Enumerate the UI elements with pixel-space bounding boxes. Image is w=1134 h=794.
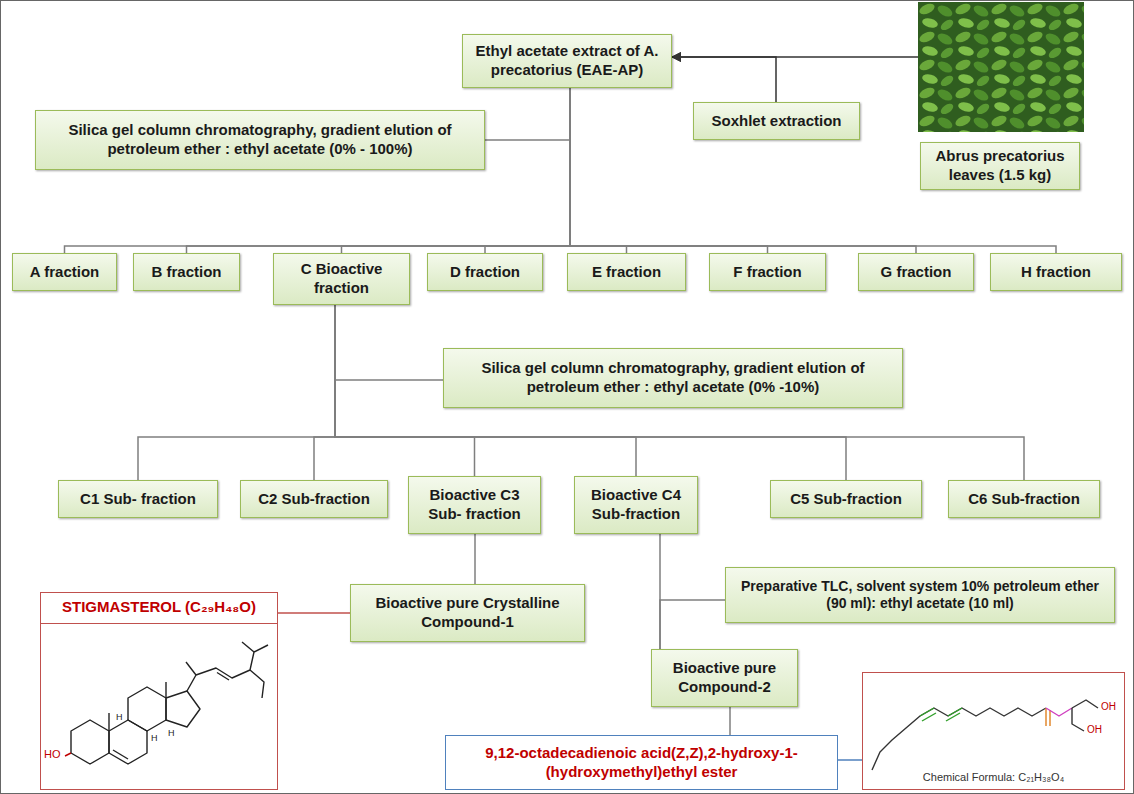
atom-label: OH: [1101, 702, 1116, 712]
process-box: Abrus precatorius leaves (1.5 kg): [918, 2, 1084, 190]
box-label: C6 Sub-fraction: [968, 490, 1080, 509]
process-box: C1 Sub- fraction: [58, 480, 218, 518]
process-box: H fraction: [990, 253, 1122, 291]
process-box: Preparative TLC, solvent system 10% petr…: [725, 567, 1115, 623]
box-label: C Bioactive fraction: [280, 260, 403, 298]
process-box: C2 Sub-fraction: [240, 480, 388, 518]
process-box: D fraction: [427, 253, 543, 291]
box-label: Ethyl acetate extract of A. precatorius …: [469, 42, 665, 80]
process-box: G fraction: [858, 253, 974, 291]
atom-label: H: [116, 713, 123, 722]
connector-line: [672, 57, 776, 102]
box-label: D fraction: [450, 263, 520, 282]
box-label: Bioactive pure Crystalline Compound-1: [357, 594, 578, 632]
process-box: Bioactive C3 Sub- fraction: [408, 476, 541, 534]
connector-line: [485, 88, 570, 140]
box-label: C1 Sub- fraction: [80, 490, 196, 509]
connector-line: [335, 305, 443, 380]
atom-label: H: [151, 734, 158, 743]
connector-line: [314, 305, 335, 480]
atom-label: H: [168, 729, 175, 738]
box-label: Bioactive C3 Sub- fraction: [415, 486, 534, 524]
process-box: Silica gel column chromatography, gradie…: [35, 110, 485, 170]
box-label: H fraction: [1021, 263, 1091, 282]
atom-label: HO: [44, 749, 61, 760]
box-label: B fraction: [151, 263, 221, 282]
structure-box: STIGMASTEROL (C₂₉H₄₈O): [40, 592, 278, 790]
connector-line: [138, 305, 335, 480]
box-label: Soxhlet extraction: [711, 112, 841, 131]
box-label: Chemical Formula: C₂₁H₃₈O₄: [923, 771, 1064, 785]
box-label: 9,12-octadecadienoic acid(Z,Z),2-hydroxy…: [454, 744, 829, 782]
process-box: Soxhlet extraction: [693, 102, 860, 140]
connector-line: [335, 305, 1024, 480]
connector-line: [570, 88, 916, 253]
compound-name-box: 9,12-octadecadienoic acid(Z,Z),2-hydroxy…: [445, 735, 838, 790]
process-box: Bioactive pure Compound-2: [651, 649, 798, 707]
process-box: F fraction: [709, 253, 826, 291]
process-box: B fraction: [133, 253, 240, 291]
process-box: C6 Sub-fraction: [948, 480, 1100, 518]
connector-line: [570, 88, 627, 253]
box-label: Abrus precatorius leaves (1.5 kg): [927, 147, 1073, 185]
connector-line: [729, 707, 731, 735]
process-box: Ethyl acetate extract of A. precatorius …: [462, 34, 672, 88]
box-label: F fraction: [733, 263, 801, 282]
process-box: E fraction: [567, 253, 686, 291]
box-label: Preparative TLC, solvent system 10% petr…: [732, 578, 1108, 613]
box-label: Bioactive pure Compound-2: [658, 659, 791, 697]
box-label: E fraction: [592, 263, 661, 282]
structure-box: Chemical Formula: C₂₁H₃₈O₄: [862, 672, 1125, 790]
process-box: Silica gel column chromatography, gradie…: [443, 348, 903, 408]
process-box: C Bioactive fraction: [273, 253, 410, 305]
box-label: C5 Sub-fraction: [790, 490, 902, 509]
process-box: Bioactive pure Crystalline Compound-1: [350, 584, 585, 642]
process-box: A fraction: [12, 253, 117, 291]
process-box: Bioactive C4 Sub-fraction: [574, 476, 698, 534]
box-label: Bioactive C4 Sub-fraction: [581, 486, 691, 524]
box-label: Silica gel column chromatography, gradie…: [42, 121, 478, 159]
label-box: Abrus precatorius leaves (1.5 kg): [920, 142, 1080, 190]
box-label: A fraction: [30, 263, 99, 282]
connector-line: [278, 612, 350, 614]
connector-line: [660, 600, 725, 649]
atom-label: OH: [1087, 725, 1102, 735]
box-label: Silica gel column chromatography, gradie…: [450, 359, 896, 397]
box-label: STIGMASTEROL (C₂₉H₄₈O): [41, 593, 277, 624]
process-box: C5 Sub-fraction: [770, 480, 922, 518]
leaf-photo: [918, 2, 1084, 132]
connector-line: [838, 759, 862, 761]
connector-line: [485, 88, 570, 253]
stigmasterol-structure: [65, 642, 268, 764]
box-label: G fraction: [881, 263, 952, 282]
box-label: C2 Sub-fraction: [258, 490, 370, 509]
connector-line: [474, 534, 476, 584]
ester-structure: [872, 700, 1098, 770]
